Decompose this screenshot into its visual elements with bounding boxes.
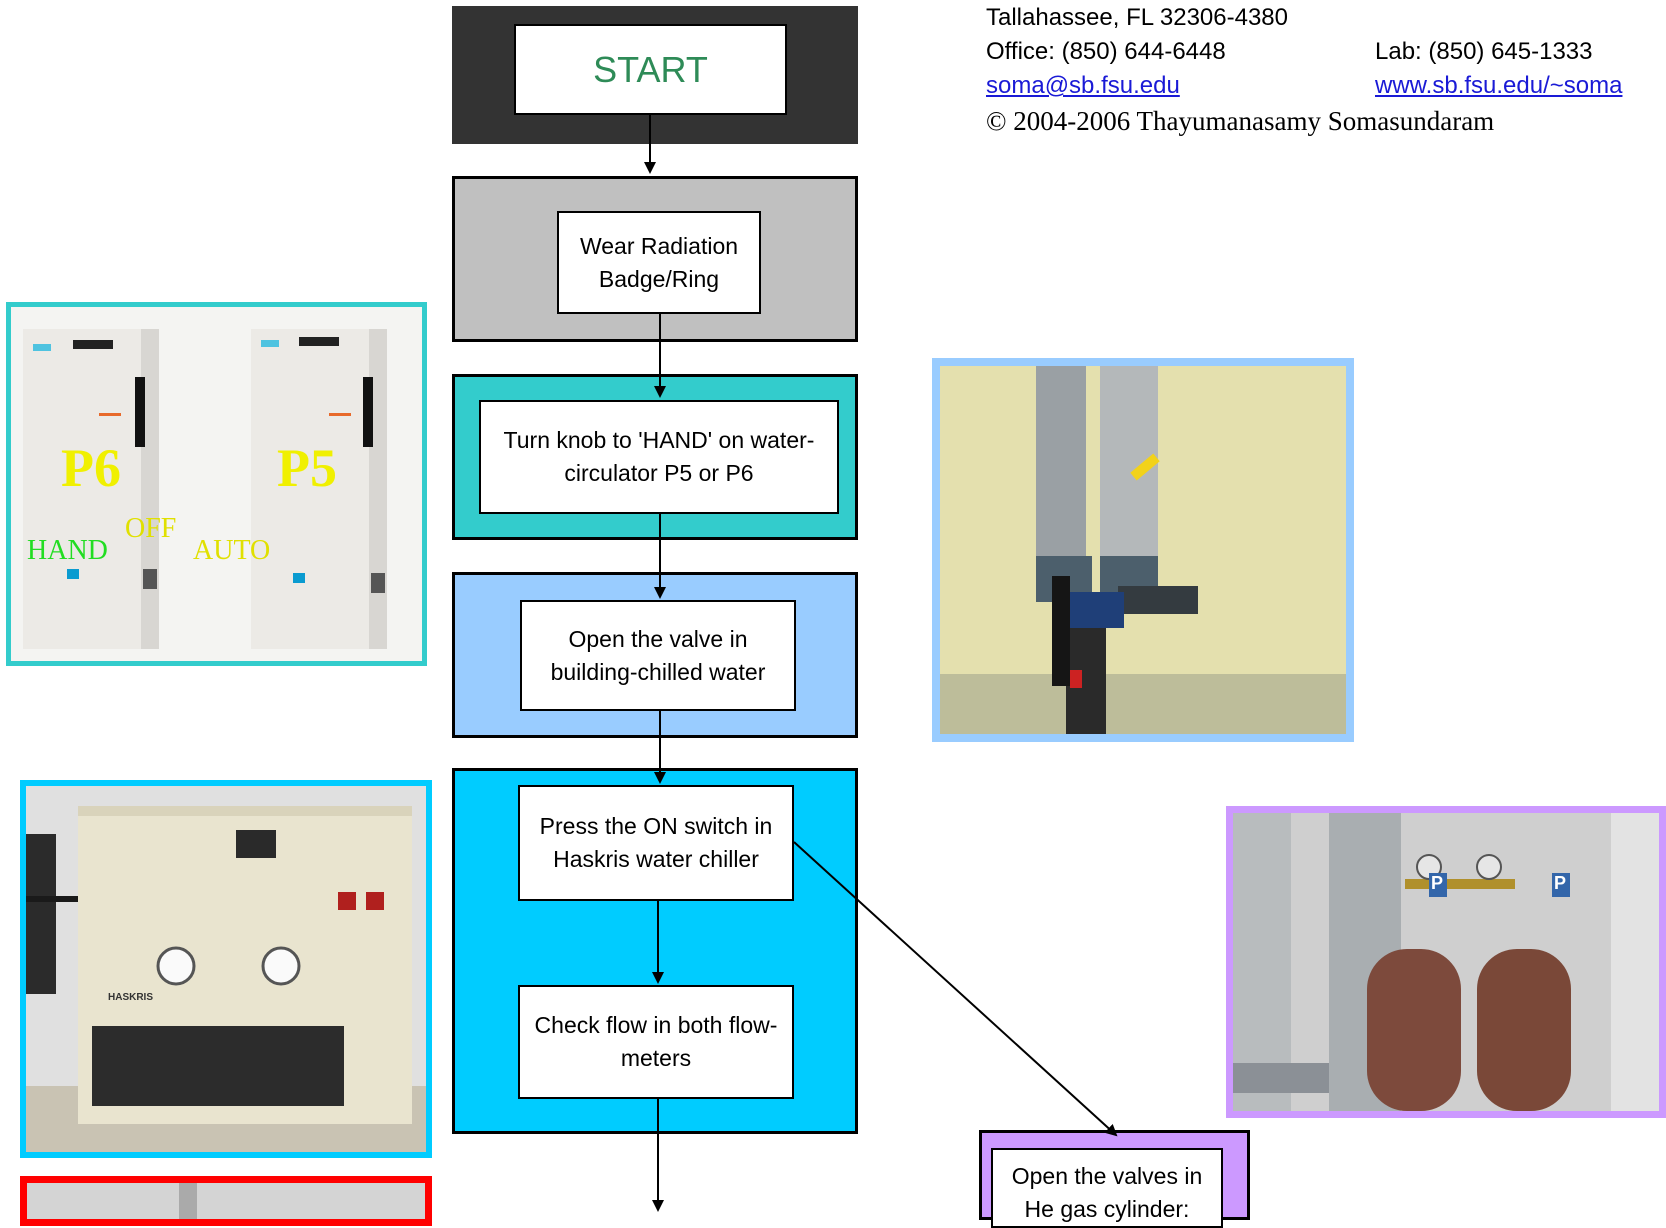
step4-label: Press the ON switch in Haskris water chi…: [539, 813, 773, 872]
lab-phone: Lab: (850) 645-1333: [1375, 38, 1593, 65]
cylinder-tag-2: P: [1554, 873, 1567, 893]
step4-box: Press the ON switch in Haskris water chi…: [518, 785, 794, 901]
side-step-box: Open the valves in He gas cylinder:: [991, 1148, 1223, 1228]
address-text: Tallahassee, FL 32306-4380: [986, 4, 1288, 31]
bottom-photo: [20, 1176, 432, 1226]
start-label: START: [593, 49, 708, 90]
chiller-brand-label: HASKRIS: [108, 992, 154, 1003]
step1-box: Wear Radiation Badge/Ring: [557, 211, 761, 314]
email-link[interactable]: soma@sb.fsu.edu: [986, 72, 1180, 99]
start-box: START: [514, 24, 787, 115]
circulators-illustration: [23, 329, 387, 649]
step2-box: Turn knob to 'HAND' on water-circulator …: [479, 400, 839, 514]
cylinder-tag-1: P: [1431, 873, 1444, 893]
side-step-label: Open the valves in He gas cylinder:: [1011, 1163, 1203, 1222]
valve-photo: [932, 358, 1354, 742]
circulator-p5-label: P5: [277, 438, 337, 498]
copyright-text: © 2004-2006 Thayumanasamy Somasundaram: [986, 106, 1495, 136]
step3-box: Open the valve in building-chilled water: [520, 600, 796, 711]
valve-illustration: [940, 366, 1346, 734]
knob-hand-label: HAND: [27, 535, 108, 566]
bottom-photo-illustration: [27, 1183, 425, 1219]
circulator-p6-label: P6: [61, 438, 121, 498]
cylinders-illustration: [1233, 813, 1659, 1111]
circulators-photo: P6 P5 HAND OFF AUTO: [6, 302, 427, 666]
knob-auto-label: AUTO: [193, 535, 271, 566]
chiller-photo: HASKRIS: [20, 780, 432, 1158]
knob-off-label: OFF: [125, 513, 177, 544]
step2-label: Turn knob to 'HAND' on water-circulator …: [503, 427, 815, 486]
office-phone: Office: (850) 644-6448: [986, 38, 1226, 65]
chiller-illustration: [26, 786, 426, 1152]
website-link[interactable]: www.sb.fsu.edu/~soma: [1375, 72, 1623, 99]
step5-label: Check flow in both flow-meters: [534, 1012, 778, 1071]
cylinders-photo: P P: [1226, 806, 1666, 1118]
step1-label: Wear Radiation Badge/Ring: [579, 232, 739, 292]
step3-label: Open the valve in building-chilled water: [550, 625, 766, 685]
step5-box: Check flow in both flow-meters: [518, 985, 794, 1099]
